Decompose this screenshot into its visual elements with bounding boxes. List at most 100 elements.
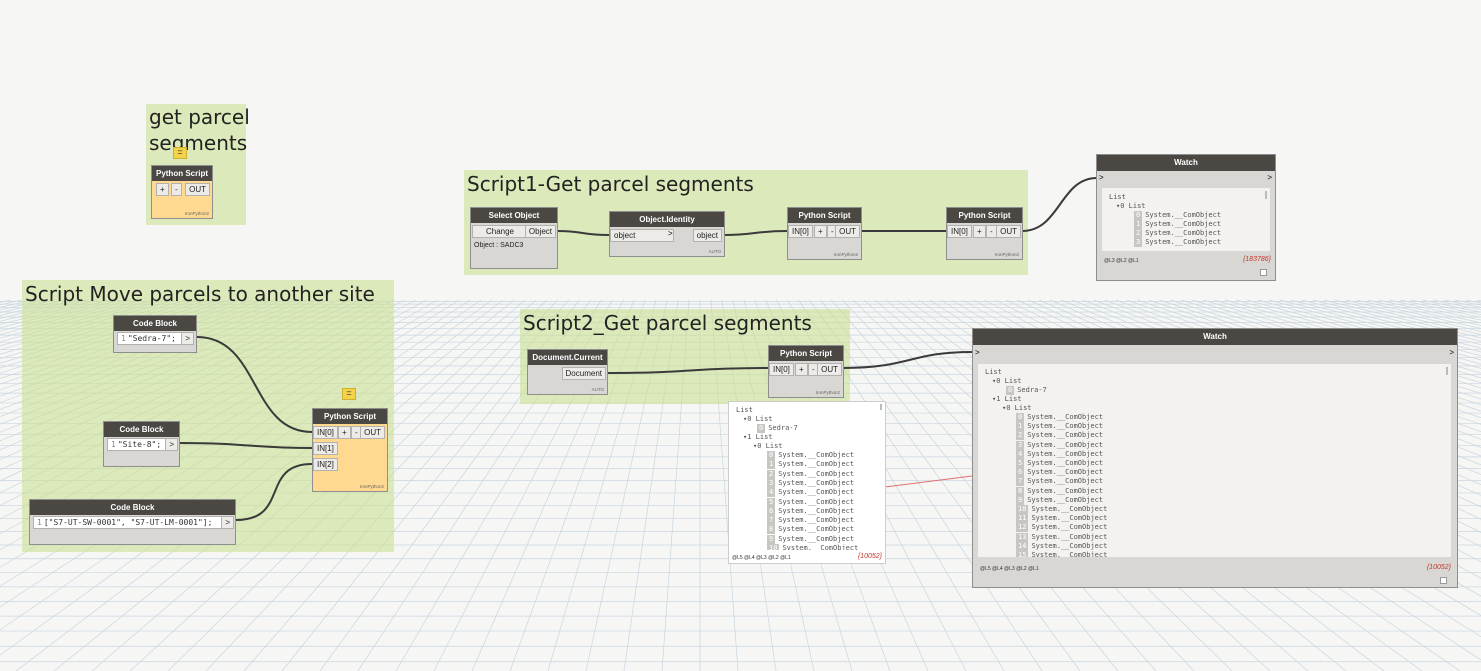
list-value: System.__ComObject <box>1027 468 1104 477</box>
lacing-label: IronPython2 <box>359 484 384 489</box>
list-index: 13 <box>1016 532 1029 542</box>
wire <box>723 230 788 236</box>
list-root: List <box>736 406 753 414</box>
lacing-label: IronPython2 <box>815 390 840 395</box>
output-port[interactable]: OUT <box>996 225 1021 238</box>
list-index: 5 <box>767 497 776 507</box>
input-port[interactable]: IN[0] <box>313 426 338 439</box>
list-value: System.__ComObject <box>778 516 855 525</box>
list-value: System.__ComObject <box>1031 505 1108 513</box>
output-port[interactable]: Object <box>524 225 556 238</box>
output-port[interactable]: OUT <box>360 426 385 439</box>
output-port[interactable]: > <box>1267 173 1272 182</box>
list-index: 3 <box>767 478 776 488</box>
add-input-button[interactable]: + <box>814 225 827 238</box>
list-value: System.__ComObject <box>782 544 859 550</box>
code-block-node[interactable]: Code Block 1["S7-UT-SW-0001", "S7-UT-LM-… <box>29 499 236 545</box>
list-item: ▾0 List <box>1116 202 1146 210</box>
code-block-node[interactable]: Code Block 1"Site-8"; > <box>103 421 180 467</box>
code-editor[interactable]: 1"Site-8"; <box>107 438 167 451</box>
node-title: Code Block <box>114 316 196 331</box>
output-port[interactable]: > <box>221 516 234 529</box>
input-port[interactable]: IN[0] <box>947 225 972 238</box>
lacing-label: AUTO <box>591 387 604 392</box>
code-editor[interactable]: 1["S7-UT-SW-0001", "S7-UT-LM-0001"]; <box>33 516 222 529</box>
list-index: 1 <box>1016 422 1025 432</box>
list-label: 1 List <box>996 395 1022 403</box>
node-title: Python Script <box>313 409 387 424</box>
input-port[interactable]: object <box>610 229 674 242</box>
python-script-node[interactable]: Python Script IN[0] + - OUT IN[1] IN[2] … <box>312 408 388 492</box>
input-port[interactable]: IN[0] <box>769 363 794 376</box>
list-item: ▾0 List <box>753 442 783 450</box>
python-script-node[interactable]: Python Script IN[0] + - OUT IronPython2 <box>946 207 1023 260</box>
output-port[interactable]: Document <box>561 367 606 380</box>
input-port[interactable]: > <box>975 348 980 357</box>
add-input-button[interactable]: + <box>795 363 808 376</box>
output-port[interactable]: OUT <box>185 183 210 196</box>
scrollbar[interactable] <box>880 404 882 410</box>
add-input-button[interactable]: + <box>156 183 169 196</box>
input-port[interactable]: > <box>1099 173 1104 182</box>
list-index: 4 <box>767 488 776 498</box>
list-label: 0 List <box>747 415 773 423</box>
node-title: Python Script <box>947 208 1022 223</box>
list-label: 1 List <box>747 433 773 441</box>
select-object-node[interactable]: Select Object Change Object Object : SAD… <box>470 207 558 269</box>
note-icon[interactable]: = <box>342 388 356 400</box>
add-input-button[interactable]: + <box>973 225 986 238</box>
output-port[interactable]: > <box>165 438 178 451</box>
list-index: 0 <box>1016 413 1025 422</box>
node-title: Code Block <box>30 500 235 515</box>
resize-handle[interactable] <box>1440 577 1447 584</box>
wire <box>1021 177 1098 232</box>
node-title: Object.Identity <box>610 212 724 227</box>
output-port[interactable]: > <box>181 332 194 345</box>
lacing-label: IronPython2 <box>833 252 858 257</box>
remove-input-button[interactable]: - <box>171 183 182 196</box>
group-title: Script2_Get parcel segments <box>523 311 812 335</box>
python-script-node[interactable]: Python Script IN[0] + - OUT IronPython2 <box>768 345 844 398</box>
change-button[interactable]: Change <box>472 225 528 238</box>
code-block-node[interactable]: Code Block 1"Sedra-7"; > <box>113 315 197 353</box>
document-current-node[interactable]: Document.Current Document AUTO <box>527 349 608 395</box>
python-script-node[interactable]: Python Script + - OUT IronPython2 <box>151 165 213 219</box>
list-value: System.__ComObject <box>778 460 855 469</box>
output-port[interactable]: object <box>692 229 722 242</box>
list-index: 3 <box>1016 440 1025 450</box>
group-script1[interactable]: Script1-Get parcel segments <box>464 170 1028 275</box>
input-port[interactable]: IN[2] <box>313 458 338 471</box>
input-port[interactable]: IN[0] <box>788 225 813 238</box>
lacing-label: IronPython2 <box>184 211 209 216</box>
output-port[interactable]: OUT <box>835 225 860 238</box>
output-port[interactable]: OUT <box>817 363 842 376</box>
scrollbar[interactable] <box>1446 367 1448 375</box>
add-input-button[interactable]: + <box>338 426 351 439</box>
scrollbar[interactable] <box>1265 191 1267 199</box>
lacing-label: IronPython2 <box>994 252 1019 257</box>
remove-input-button[interactable]: - <box>986 225 997 238</box>
code-editor[interactable]: 1"Sedra-7"; <box>117 332 184 345</box>
input-port[interactable]: IN[1] <box>313 442 338 455</box>
note-icon[interactable]: = <box>173 147 187 159</box>
expand-arrow[interactable]: > <box>668 229 673 238</box>
list-item: ▾0 List <box>743 415 773 423</box>
object-identity-node[interactable]: Object.Identity object > object AUTO <box>609 211 725 257</box>
output-port[interactable]: > <box>1449 348 1454 357</box>
python-script-node[interactable]: Python Script IN[0] + - OUT IronPython2 <box>787 207 862 260</box>
list-value: System.__ComObject <box>778 497 855 506</box>
resize-handle[interactable] <box>1260 269 1267 276</box>
list-root: List <box>985 368 1002 376</box>
list-value: System.__ComObject <box>778 451 855 459</box>
